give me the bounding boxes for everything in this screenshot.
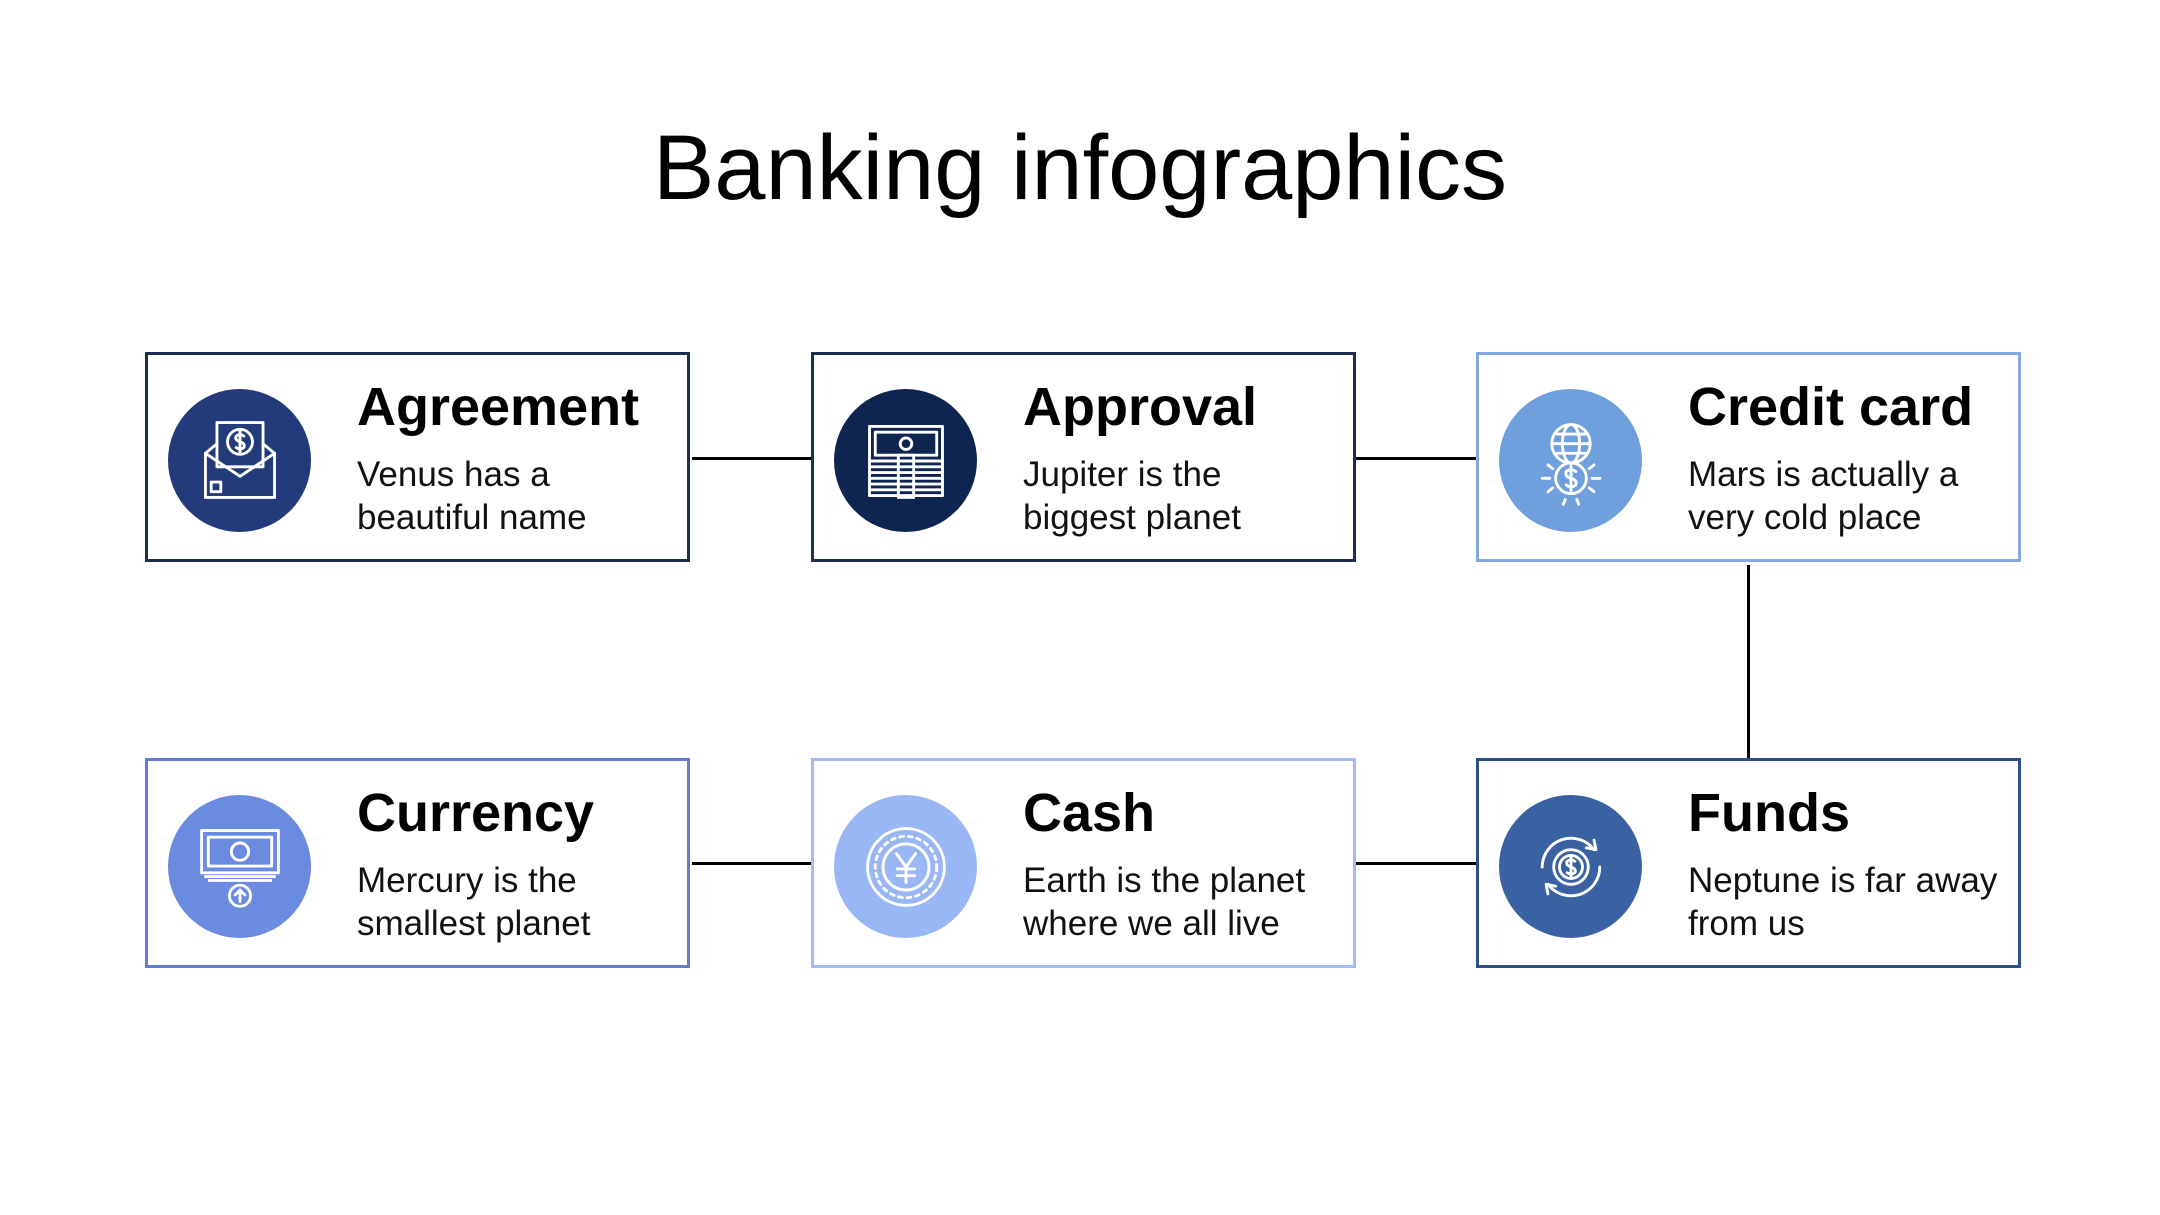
connector-agreement-approval xyxy=(692,457,811,460)
connector-cash-funds xyxy=(1356,862,1476,865)
globe-coin-icon xyxy=(1540,422,1601,506)
card-agreement: Agreement Venus has a beautiful name xyxy=(145,352,690,562)
card-title: Approval xyxy=(1023,377,1258,437)
card-description: Jupiter is the biggest planet xyxy=(1023,455,1241,537)
cash-stack-icon xyxy=(867,424,944,499)
card-credit-card: Credit card Mars is actually a very cold… xyxy=(1476,352,2021,562)
card-description: Mercury is the smallest planet xyxy=(357,861,591,943)
card-title: Credit card xyxy=(1688,377,1974,437)
page-title: Banking infographics xyxy=(652,117,1508,219)
envelope-dollar-icon xyxy=(203,420,276,499)
icon-circle xyxy=(1499,795,1642,938)
icon-circle xyxy=(1499,389,1642,532)
card-funds: Funds Neptune is far away from us xyxy=(1476,758,2021,968)
icon-circle xyxy=(834,795,977,938)
icon-circle xyxy=(168,795,311,938)
refresh-dollar-icon xyxy=(1540,836,1601,897)
card-description: Earth is the planet where we all live xyxy=(1023,861,1306,943)
icon-circle xyxy=(168,389,311,532)
connector-credit-card-funds xyxy=(1747,565,1750,758)
card-description: Venus has a beautiful name xyxy=(357,455,587,537)
yen-coin-icon xyxy=(865,826,946,907)
card-title: Funds xyxy=(1688,783,1850,843)
card-title: Cash xyxy=(1023,783,1156,843)
banknote-upload-icon xyxy=(199,828,280,908)
card-description: Mars is actually a very cold place xyxy=(1688,455,1959,537)
icon-circle xyxy=(834,389,977,532)
card-title: Currency xyxy=(357,783,595,843)
card-currency: Currency Mercury is the smallest planet xyxy=(145,758,690,968)
connector-currency-cash xyxy=(692,862,811,865)
connector-approval-credit-card xyxy=(1356,457,1476,460)
card-description: Neptune is far away from us xyxy=(1688,861,1998,943)
card-title: Agreement xyxy=(357,377,640,437)
card-approval: Approval Jupiter is the biggest planet xyxy=(811,352,1356,562)
card-cash: Cash Earth is the planet where we all li… xyxy=(811,758,1356,968)
